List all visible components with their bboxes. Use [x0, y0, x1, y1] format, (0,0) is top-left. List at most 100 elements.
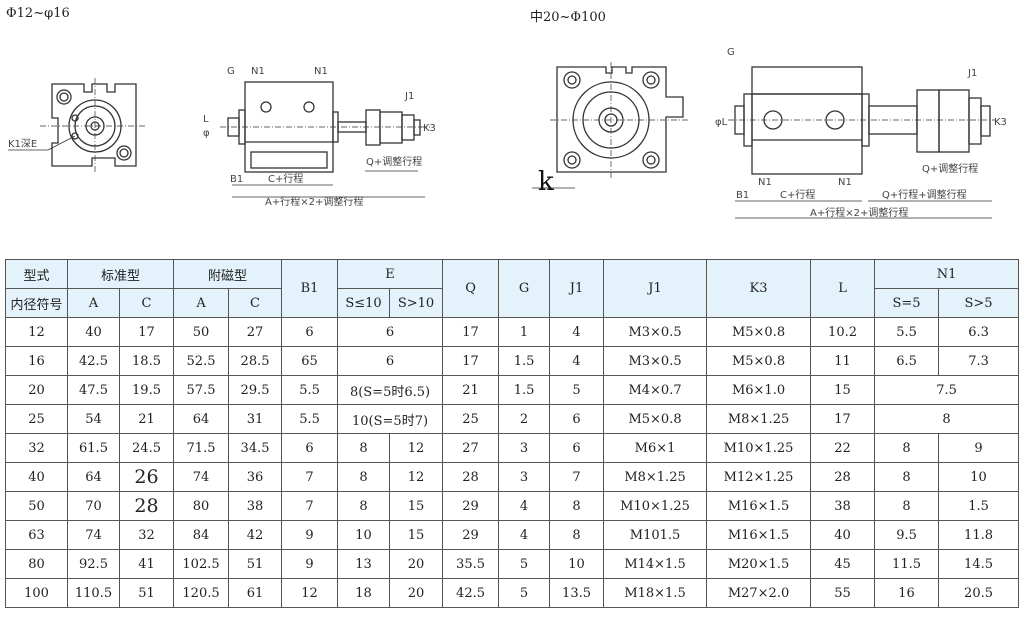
- table-cell: 2: [498, 404, 551, 434]
- table-cell: 10: [337, 520, 391, 550]
- table-cell: 50: [5, 491, 68, 521]
- label-phi-l: φL: [715, 117, 728, 128]
- table-cell: 10.2: [810, 317, 876, 347]
- column-header: J1: [603, 259, 708, 318]
- table-cell: 55: [810, 578, 876, 608]
- table-cell: 8(S=5时6.5): [337, 375, 444, 405]
- table-cell: 100: [5, 578, 68, 608]
- column-header: A: [173, 288, 230, 318]
- table-cell: 16: [874, 578, 940, 608]
- table-cell: 65: [281, 346, 339, 376]
- label-b1: B1: [736, 190, 749, 201]
- table-cell: M6×1: [603, 433, 708, 463]
- table-cell: 38: [228, 491, 283, 521]
- table-cell: 70: [67, 491, 120, 521]
- table-cell: 1: [498, 317, 551, 347]
- table-cell: 20: [389, 578, 444, 608]
- table-cell: 61: [228, 578, 283, 608]
- table-cell: 6: [337, 317, 444, 347]
- table-cell: 5.5: [874, 317, 940, 347]
- table-cell: 35.5: [442, 549, 500, 579]
- table-cell: 15: [810, 375, 876, 405]
- table-cell: M16×1.5: [706, 520, 812, 550]
- column-header: Q: [442, 259, 500, 318]
- table-cell: 7.3: [938, 346, 1020, 376]
- table-cell: 80: [5, 549, 68, 579]
- table-cell: 6: [549, 404, 605, 434]
- table-cell: 54: [67, 404, 120, 434]
- table-cell: 6.5: [874, 346, 940, 376]
- table-cell: 5.5: [281, 375, 339, 405]
- table-cell: 28.5: [228, 346, 283, 376]
- table-cell: 10: [549, 549, 605, 579]
- table-cell: 102.5: [173, 549, 230, 579]
- label-n1: N1: [838, 177, 852, 188]
- table-cell: 12: [389, 462, 444, 492]
- column-header: 内径符号: [5, 288, 68, 318]
- table-cell: 4: [498, 491, 551, 521]
- column-header: 标准型: [66, 259, 175, 289]
- table-cell: 17: [442, 317, 500, 347]
- table-cell: 7: [281, 462, 339, 492]
- table-cell: 38: [810, 491, 876, 521]
- table-cell: 15: [389, 520, 444, 550]
- large-bore-title: 中20~Φ100: [530, 10, 606, 25]
- table-cell: 25: [5, 404, 68, 434]
- table-cell: 110.5: [67, 578, 120, 608]
- table-cell: 5.5: [281, 404, 339, 434]
- table-cell: 36: [228, 462, 283, 492]
- table-cell: 24.5: [118, 433, 175, 463]
- table-cell: 64: [67, 462, 120, 492]
- table-cell: 74: [67, 520, 120, 550]
- column-header: S>5: [938, 288, 1020, 318]
- table-cell: M27×2.0: [706, 578, 812, 608]
- label-g: G: [227, 66, 235, 77]
- table-cell: 22: [810, 433, 876, 463]
- label-g: G: [727, 47, 735, 58]
- label-k: k: [538, 167, 554, 197]
- table-cell: 6: [281, 433, 339, 463]
- table-cell: 42.5: [442, 578, 500, 608]
- table-cell: 40: [5, 462, 68, 492]
- column-header: N1: [874, 259, 1020, 289]
- table-cell: M8×1.25: [706, 404, 812, 434]
- label-n1: N1: [314, 66, 328, 77]
- label-j1: J1: [404, 91, 414, 102]
- table-cell: 17: [442, 346, 500, 376]
- table-cell: 4: [549, 346, 605, 376]
- table-cell: 4: [498, 520, 551, 550]
- table-cell: 18: [337, 578, 391, 608]
- column-header: C: [228, 288, 283, 318]
- table-cell: 34.5: [228, 433, 283, 463]
- label-a: A+行程×2+调整行程: [810, 206, 908, 219]
- table-cell: 8: [549, 491, 605, 521]
- table-cell: 7.5: [874, 375, 1020, 405]
- table-cell: 51: [118, 578, 175, 608]
- label-k3: K3: [423, 123, 436, 134]
- table-cell: 120.5: [173, 578, 230, 608]
- table-cell: 20: [5, 375, 68, 405]
- table-cell: M3×0.5: [603, 346, 708, 376]
- column-header: S≤10: [337, 288, 391, 318]
- table-cell: 6: [281, 317, 339, 347]
- table-cell: M16×1.5: [706, 491, 812, 521]
- table-cell: 32: [5, 433, 68, 463]
- table-cell: 63: [5, 520, 68, 550]
- table-cell: 9: [281, 520, 339, 550]
- column-header: 型式: [5, 259, 68, 289]
- column-header: S>10: [389, 288, 444, 318]
- table-cell: 1.5: [498, 375, 551, 405]
- table-cell: M18×1.5: [603, 578, 708, 608]
- table-cell: 40: [67, 317, 120, 347]
- column-header: L: [810, 259, 876, 318]
